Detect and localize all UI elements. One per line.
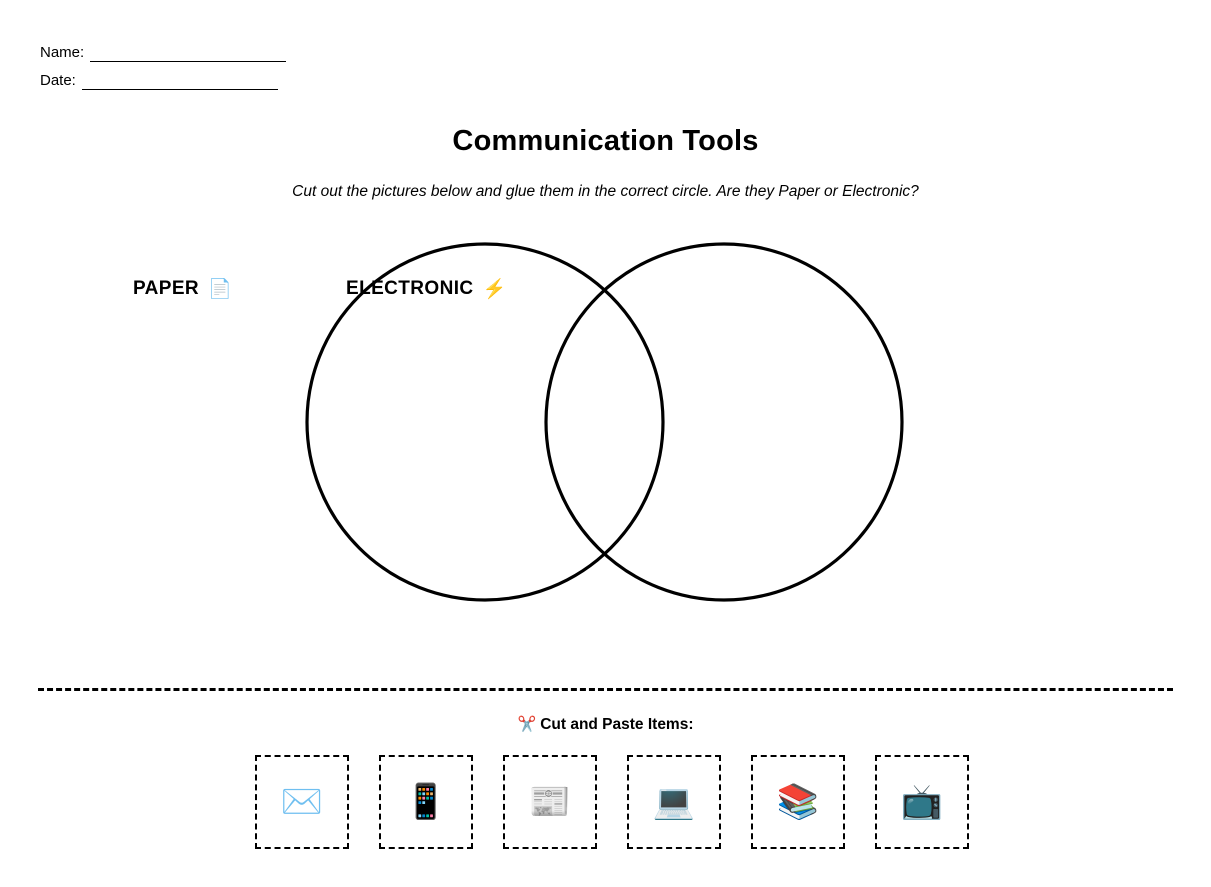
scissors-icon: ✂️ <box>517 716 537 733</box>
venn-label-paper: PAPER 📄 <box>133 278 232 300</box>
name-field-row: Name: <box>40 34 287 62</box>
mobile-phone-icon: 📱 <box>404 783 448 821</box>
cut-item-television[interactable]: 📺 <box>875 755 969 849</box>
page-instructions: Cut out the pictures below and glue them… <box>292 183 919 200</box>
venn-circle-electronic[interactable] <box>544 242 904 602</box>
venn-label-paper-text: PAPER <box>133 278 200 299</box>
name-label: Name: <box>40 44 85 61</box>
venn-label-electronic: ELECTRONIC ⚡ <box>346 278 507 300</box>
venn-circles <box>305 242 904 602</box>
newspaper-icon: 📰 <box>528 783 572 821</box>
books-icon: 📚 <box>776 783 820 821</box>
header-fields: Name: Date: <box>40 34 287 90</box>
date-label: Date: <box>40 72 76 89</box>
venn-diagram <box>300 236 910 608</box>
cut-item-newspaper[interactable]: 📰 <box>503 755 597 849</box>
television-icon: 📺 <box>900 783 944 821</box>
page-title: Communication Tools <box>452 125 759 157</box>
cut-item-laptop[interactable]: 💻 <box>627 755 721 849</box>
name-input[interactable] <box>90 60 287 62</box>
laptop-icon: 💻 <box>652 783 696 821</box>
cut-items-row: ✉️ 📱 📰 💻 📚 📺 <box>255 755 969 849</box>
cut-and-paste-heading-text: Cut and Paste Items: <box>540 716 694 733</box>
cut-item-mobile-phone[interactable]: 📱 <box>379 755 473 849</box>
cut-line-divider <box>38 688 1173 691</box>
date-input[interactable] <box>81 88 278 90</box>
cut-item-envelope[interactable]: ✉️ <box>255 755 349 849</box>
page-icon: 📄 <box>208 278 233 300</box>
lightning-bolt-icon: ⚡ <box>482 278 507 300</box>
venn-label-electronic-text: ELECTRONIC <box>346 278 474 299</box>
cut-and-paste-heading: ✂️Cut and Paste Items: <box>0 715 1211 734</box>
cut-item-books[interactable]: 📚 <box>751 755 845 849</box>
date-field-row: Date: <box>40 62 286 90</box>
venn-circle-paper[interactable] <box>305 242 665 602</box>
envelope-icon: ✉️ <box>280 783 324 821</box>
